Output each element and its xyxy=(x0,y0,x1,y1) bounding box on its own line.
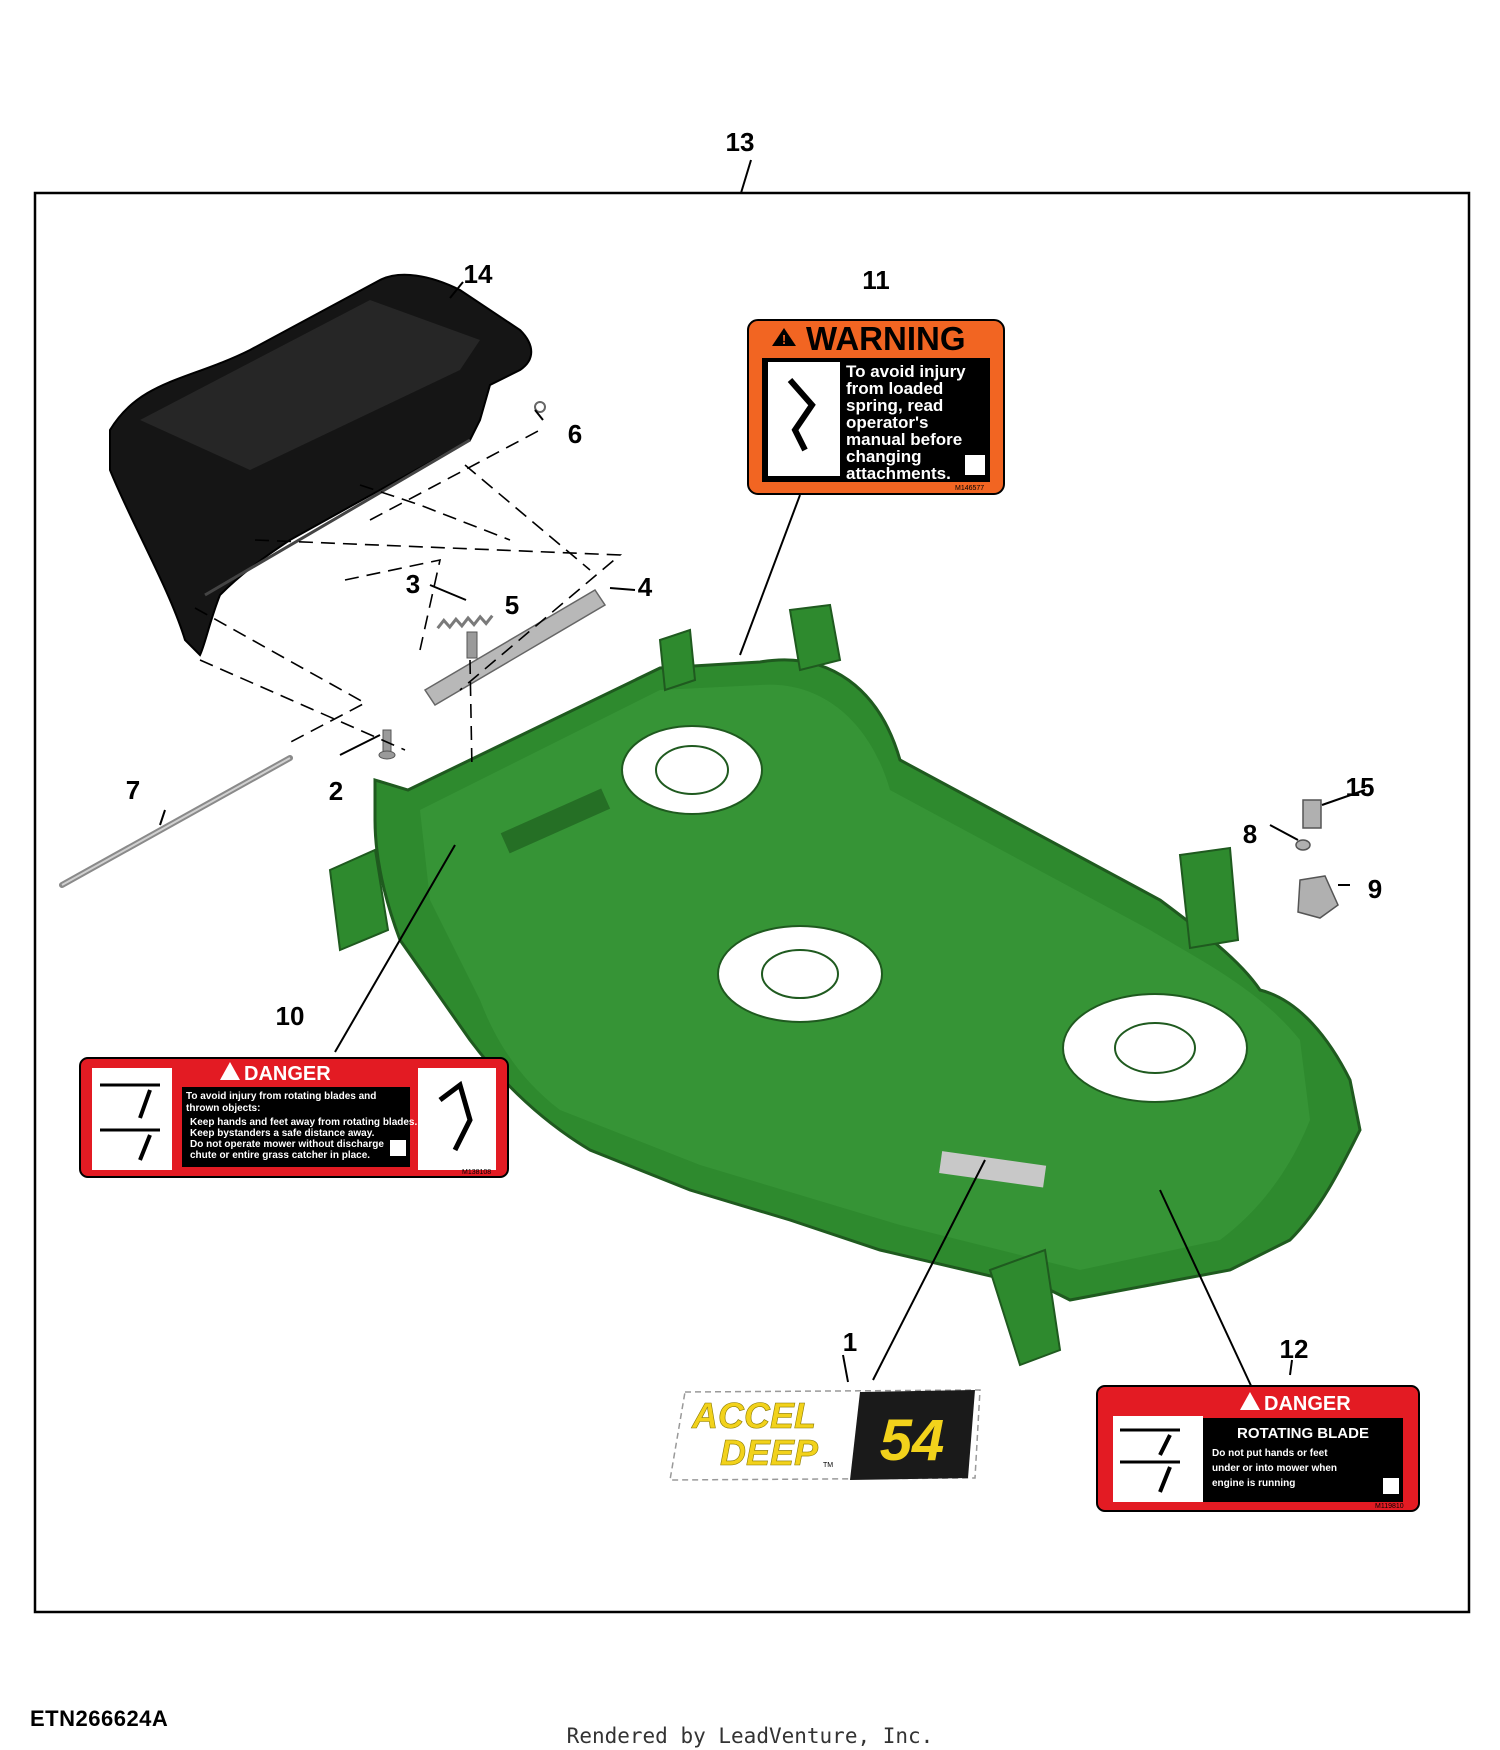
deck-size-number: 54 xyxy=(880,1408,945,1473)
danger10-line-3: Keep hands and feet away from rotating b… xyxy=(190,1117,417,1128)
bushing xyxy=(1302,799,1322,829)
danger10-line-5: Do not operate mower without discharge xyxy=(190,1139,384,1150)
flange-bolt xyxy=(378,729,396,760)
callout-3: 3 xyxy=(406,569,420,599)
qr-code-icon xyxy=(390,1140,406,1156)
deep-word: DEEP xyxy=(720,1432,819,1473)
danger12-line-3: engine is running xyxy=(1212,1478,1295,1489)
warning-header: WARNING xyxy=(806,320,966,357)
spring xyxy=(436,614,494,630)
callout-10: 10 xyxy=(276,1001,305,1031)
danger-decal-rotating-blade: DANGER ROTATING BLADE Do not put hands o… xyxy=(1096,1385,1420,1512)
warning-line-7: attachments. xyxy=(846,464,951,483)
callout-7: 7 xyxy=(126,775,140,805)
warning-line-5: manual before xyxy=(846,430,962,449)
warning-line-2: from loaded xyxy=(846,379,943,398)
warning-decal: ! WARNING To avoid injury from loaded sp… xyxy=(747,319,1005,495)
callout-11: 11 xyxy=(862,265,890,295)
danger10-line-6: chute or entire grass catcher in place. xyxy=(190,1150,370,1161)
danger12-line-2: under or into mower when xyxy=(1212,1463,1337,1474)
danger10-line-2: thrown objects: xyxy=(186,1103,260,1114)
assembly-frame xyxy=(33,191,1471,1614)
callout-4: 4 xyxy=(638,572,653,602)
trademark: TM xyxy=(823,1462,833,1469)
accel-word: ACCEL xyxy=(691,1395,816,1436)
danger-header-10: DANGER xyxy=(244,1063,331,1085)
model-decal-location xyxy=(939,1151,1047,1188)
qr-code-icon xyxy=(1383,1478,1399,1494)
warning-line-4: operator's xyxy=(846,413,928,432)
callout-numbers: 13 14 11 6 3 4 5 7 2 15 8 9 10 1 12 xyxy=(126,127,1382,1364)
discharge-chute xyxy=(109,273,533,657)
callout-5: 5 xyxy=(505,590,519,620)
danger12-line-1: Do not put hands or feet xyxy=(1212,1448,1328,1459)
callout-15: 15 xyxy=(1346,772,1375,802)
hairpin-clip xyxy=(534,401,546,413)
danger12-code: M119810 xyxy=(1375,1503,1404,1510)
spacer-nut xyxy=(1295,839,1311,851)
warning-line-6: changing xyxy=(846,447,922,466)
bolt xyxy=(466,631,478,659)
callout-13: 13 xyxy=(726,127,755,157)
danger10-line-1: To avoid injury from rotating blades and xyxy=(186,1091,376,1102)
danger-header-12: DANGER xyxy=(1264,1393,1351,1415)
danger10-line-4: Keep bystanders a safe distance away. xyxy=(190,1128,375,1139)
callout-12: 12 xyxy=(1280,1334,1309,1364)
callout-14: 14 xyxy=(464,259,493,289)
warning-code: M146577 xyxy=(955,485,984,492)
warning-line-3: spring, read xyxy=(846,396,943,415)
warning-line-1: To avoid injury xyxy=(846,362,966,381)
callout-8: 8 xyxy=(1243,819,1257,849)
callout-6: 6 xyxy=(568,419,582,449)
callout-9: 9 xyxy=(1368,874,1382,904)
accel-deep-54-decal: ACCEL DEEP TM 54 xyxy=(669,1389,981,1481)
qr-code-icon xyxy=(965,455,985,475)
callout-1: 1 xyxy=(843,1327,857,1357)
rendered-by-footer: Rendered by LeadVenture, Inc. xyxy=(566,1724,934,1748)
gauge-wheel-mount xyxy=(1297,875,1339,919)
svg-text:!: ! xyxy=(782,332,786,347)
assembly-leader xyxy=(740,159,752,194)
danger10-code: M138108 xyxy=(462,1169,491,1176)
mower-deck xyxy=(328,603,1362,1367)
assembly-lines xyxy=(194,429,623,771)
deflector-rod xyxy=(59,755,293,888)
danger12-subheader: ROTATING BLADE xyxy=(1237,1425,1369,1442)
danger-decal-blades: DANGER To avoid injury from rotating bla… xyxy=(79,1057,509,1178)
leader-lines xyxy=(159,281,1366,1391)
drawing-id: ETN266624A xyxy=(30,1706,169,1731)
callout-2: 2 xyxy=(329,776,343,806)
